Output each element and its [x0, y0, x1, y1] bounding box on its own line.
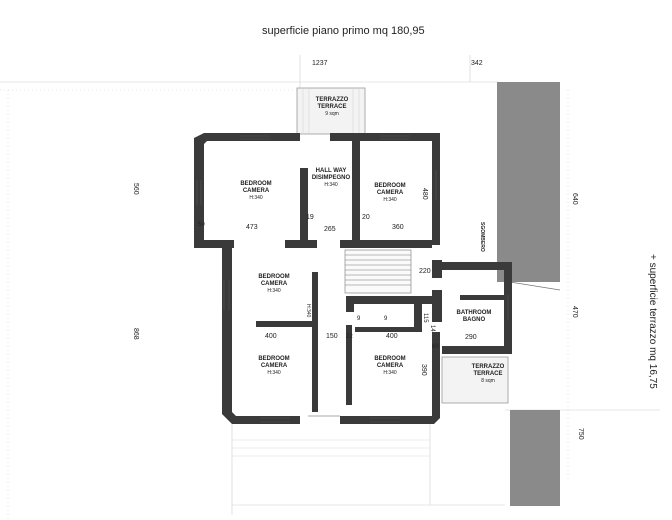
dim-right-1: 640 [571, 193, 578, 205]
dim-top-1: 1237 [312, 60, 328, 67]
site-lines [0, 55, 660, 520]
storage-label: SGOMBERO [479, 222, 485, 252]
terrace-right-label: TERRAZZO TERRACE 8 sqm [471, 364, 505, 384]
dim-right-3: 750 [577, 428, 584, 440]
dim-473: 473 [246, 224, 258, 231]
terrace-top-label: TERRAZZO TERRACE 9 sqm [315, 97, 349, 117]
dim-115: 115 [422, 313, 428, 323]
dim-right-2: 470 [571, 306, 578, 318]
dim-14: 14 [429, 325, 435, 332]
dim-19: 19 [306, 214, 314, 221]
dim-150: 150 [326, 333, 338, 340]
dim-265: 265 [324, 226, 336, 233]
terrace-right [441, 356, 509, 404]
dim-60: 60 [432, 344, 439, 350]
dim-22: 22 [346, 334, 353, 340]
dim-9-b: 9 [384, 316, 388, 322]
dim-480: 480 [421, 188, 428, 200]
terrace-top [296, 87, 366, 135]
dim-390: 390 [420, 364, 427, 376]
dim-50: 50 [198, 222, 205, 228]
neighbour-building-bottom [510, 410, 560, 506]
dim-9-a: 9 [357, 316, 361, 322]
dim-360: 360 [392, 224, 404, 231]
dim-left-1: 560 [132, 183, 139, 195]
dim-220: 220 [419, 268, 431, 275]
dim-top-2: 342 [471, 60, 483, 67]
dim-20: 20 [362, 214, 370, 221]
dim-left-2: 868 [132, 328, 139, 340]
dim-400-left: 400 [265, 333, 277, 340]
corridor-height-label: H:340 [305, 304, 311, 318]
terrace-surface-label: + superficie terrazzo mq 16,75 [647, 254, 658, 389]
dim-400-right: 400 [386, 333, 398, 340]
neighbour-building-top [497, 82, 560, 282]
staircase [344, 249, 412, 294]
dim-290: 290 [465, 334, 477, 341]
floor-surface-label: superficie piano primo mq 180,95 [262, 25, 425, 37]
